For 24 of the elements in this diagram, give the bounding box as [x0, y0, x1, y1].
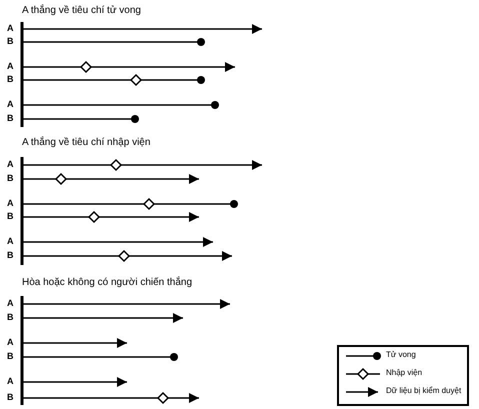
group-label: A [7, 337, 14, 347]
group-label: A [7, 298, 14, 308]
group-label: B [7, 351, 14, 361]
group-label: B [7, 74, 14, 84]
group-label: B [7, 211, 14, 221]
legend-label: Tử vong [386, 350, 416, 359]
group-label: A [7, 159, 14, 169]
legend-label: Nhập viện [386, 368, 422, 377]
section-title: A thắng về tiêu chí tử vong [22, 5, 141, 16]
legend-label: Dữ liệu bị kiểm duyệt [386, 386, 462, 395]
section-title: A thắng về tiêu chí nhập viện [22, 137, 150, 148]
group-label: B [7, 392, 14, 402]
group-label: A [7, 198, 14, 208]
group-label: B [7, 36, 14, 46]
group-label: B [7, 312, 14, 322]
group-label: A [7, 23, 14, 33]
group-label: A [7, 236, 14, 246]
section-title: Hòa hoặc không có người chiến thắng [22, 277, 192, 288]
group-label: A [7, 376, 14, 386]
group-label: B [7, 250, 14, 260]
group-label: B [7, 173, 14, 183]
group-label: A [7, 99, 14, 109]
group-label: A [7, 61, 14, 71]
group-label: B [7, 113, 14, 123]
